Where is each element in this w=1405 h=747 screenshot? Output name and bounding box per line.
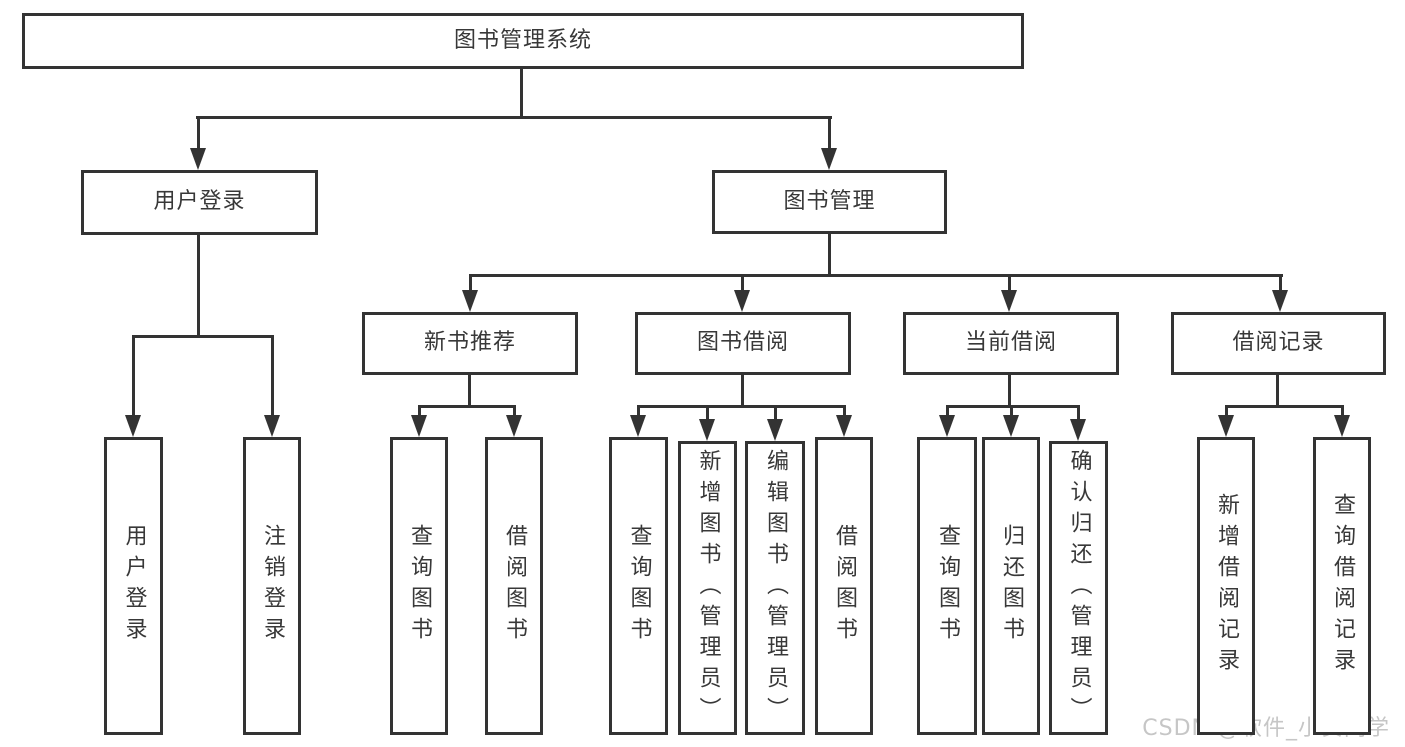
connector-line [195,115,832,119]
connector-line [467,375,471,406]
connector-line [417,406,421,417]
node-label-leaf-add-borrow-record: 新增借阅记录 [1214,493,1239,679]
connector-line [1224,406,1228,417]
node-label-root: 图书管理系统 [453,27,592,53]
connector-line [1278,275,1282,292]
connector-line [945,406,949,417]
node-label-leaf-borrow-book-2: 借阅图书 [832,524,857,648]
connector-line [740,275,744,292]
arrowhead-down-icon [506,415,522,437]
connector-line [417,404,516,408]
node-label-book-mgmt: 图书管理 [783,188,876,214]
diagram-node-book-mgmt: 图书管理 [712,170,947,234]
node-label-leaf-add-book: 新增图书（管理员） [695,448,721,728]
arrowhead-down-icon [630,415,646,437]
connector-line [842,406,846,417]
connector-line [131,336,135,417]
connector-line [636,404,846,408]
node-label-leaf-query-book-1: 查询图书 [407,524,432,648]
node-label-leaf-query-borrow-record: 查询借阅记录 [1330,493,1355,679]
diagram-node-book-borrow: 图书借阅 [635,312,851,375]
node-label-leaf-edit-book: 编辑图书（管理员） [763,448,788,728]
arrowhead-down-icon [767,419,783,441]
arrowhead-down-icon [699,419,715,441]
arrowhead-down-icon [1070,419,1086,441]
node-label-new-book-rec: 新书推荐 [423,330,516,356]
arrowhead-down-icon [1003,415,1019,437]
diagram-node-leaf-add-borrow-record: 新增借阅记录 [1197,437,1255,735]
arrowhead-down-icon [125,415,141,437]
diagram-node-new-book-rec: 新书推荐 [362,312,578,375]
node-label-borrow-record: 借阅记录 [1232,330,1325,356]
arrowhead-down-icon [264,415,280,437]
arrowhead-down-icon [734,290,750,312]
diagram-node-root: 图书管理系统 [22,13,1024,69]
node-label-leaf-query-book-3: 查询图书 [935,524,960,648]
connector-line [945,404,1080,408]
arrowhead-down-icon [821,148,837,170]
connector-line [1009,406,1013,417]
connector-line [131,334,274,338]
node-label-leaf-logout: 注销登录 [260,524,285,648]
connector-line [1275,375,1279,406]
connector-line [270,336,274,417]
arrowhead-down-icon [1272,290,1288,312]
diagram-node-leaf-return-book: 归还图书 [982,437,1040,735]
diagram-node-current-borrow: 当前借阅 [903,312,1119,375]
diagram-node-leaf-query-borrow-record: 查询借阅记录 [1313,437,1371,735]
node-label-user-login: 用户登录 [153,189,246,215]
node-label-current-borrow: 当前借阅 [964,330,1057,356]
connector-line [827,233,831,275]
connector-line [740,375,744,406]
connector-line [468,273,1283,277]
connector-line [512,406,516,417]
arrowhead-down-icon [1218,415,1234,437]
connector-line [1076,406,1080,421]
diagram-node-leaf-logout: 注销登录 [243,437,301,735]
arrowhead-down-icon [411,415,427,437]
connector-line [519,69,523,118]
arrowhead-down-icon [1334,415,1350,437]
diagram-node-borrow-record: 借阅记录 [1171,312,1386,375]
connector-line [196,235,200,336]
diagram-node-leaf-confirm-return: 确认归还（管理员） [1049,441,1108,735]
connector-line [636,406,640,417]
connector-line [827,117,831,150]
diagram-node-leaf-edit-book: 编辑图书（管理员） [745,441,805,735]
diagram-node-user-login: 用户登录 [81,170,318,235]
node-label-leaf-user-login: 用户登录 [121,524,147,648]
arrowhead-down-icon [190,148,206,170]
connector-line [1340,406,1344,417]
diagram-node-leaf-query-book-2: 查询图书 [609,437,668,735]
node-label-book-borrow: 图书借阅 [696,330,789,356]
connector-line [705,406,709,421]
connector-line [773,406,777,421]
connector-line [1224,404,1344,408]
node-label-leaf-confirm-return: 确认归还（管理员） [1066,448,1092,728]
node-label-leaf-query-book-2: 查询图书 [626,524,652,648]
connector-line [196,117,200,150]
arrowhead-down-icon [939,415,955,437]
arrowhead-down-icon [836,415,852,437]
diagram-node-leaf-borrow-book-2: 借阅图书 [815,437,873,735]
connector-line [468,275,472,292]
connector-line [1007,275,1011,292]
diagram-node-leaf-query-book-3: 查询图书 [917,437,977,735]
node-label-leaf-return-book: 归还图书 [999,524,1024,648]
arrowhead-down-icon [1001,290,1017,312]
connector-line [1007,375,1011,406]
node-label-leaf-borrow-book-1: 借阅图书 [502,524,527,648]
arrowhead-down-icon [462,290,478,312]
diagram-node-leaf-user-login: 用户登录 [104,437,163,735]
diagram-node-leaf-query-book-1: 查询图书 [390,437,448,735]
diagram-node-leaf-borrow-book-1: 借阅图书 [485,437,543,735]
diagram-node-leaf-add-book: 新增图书（管理员） [678,441,737,735]
